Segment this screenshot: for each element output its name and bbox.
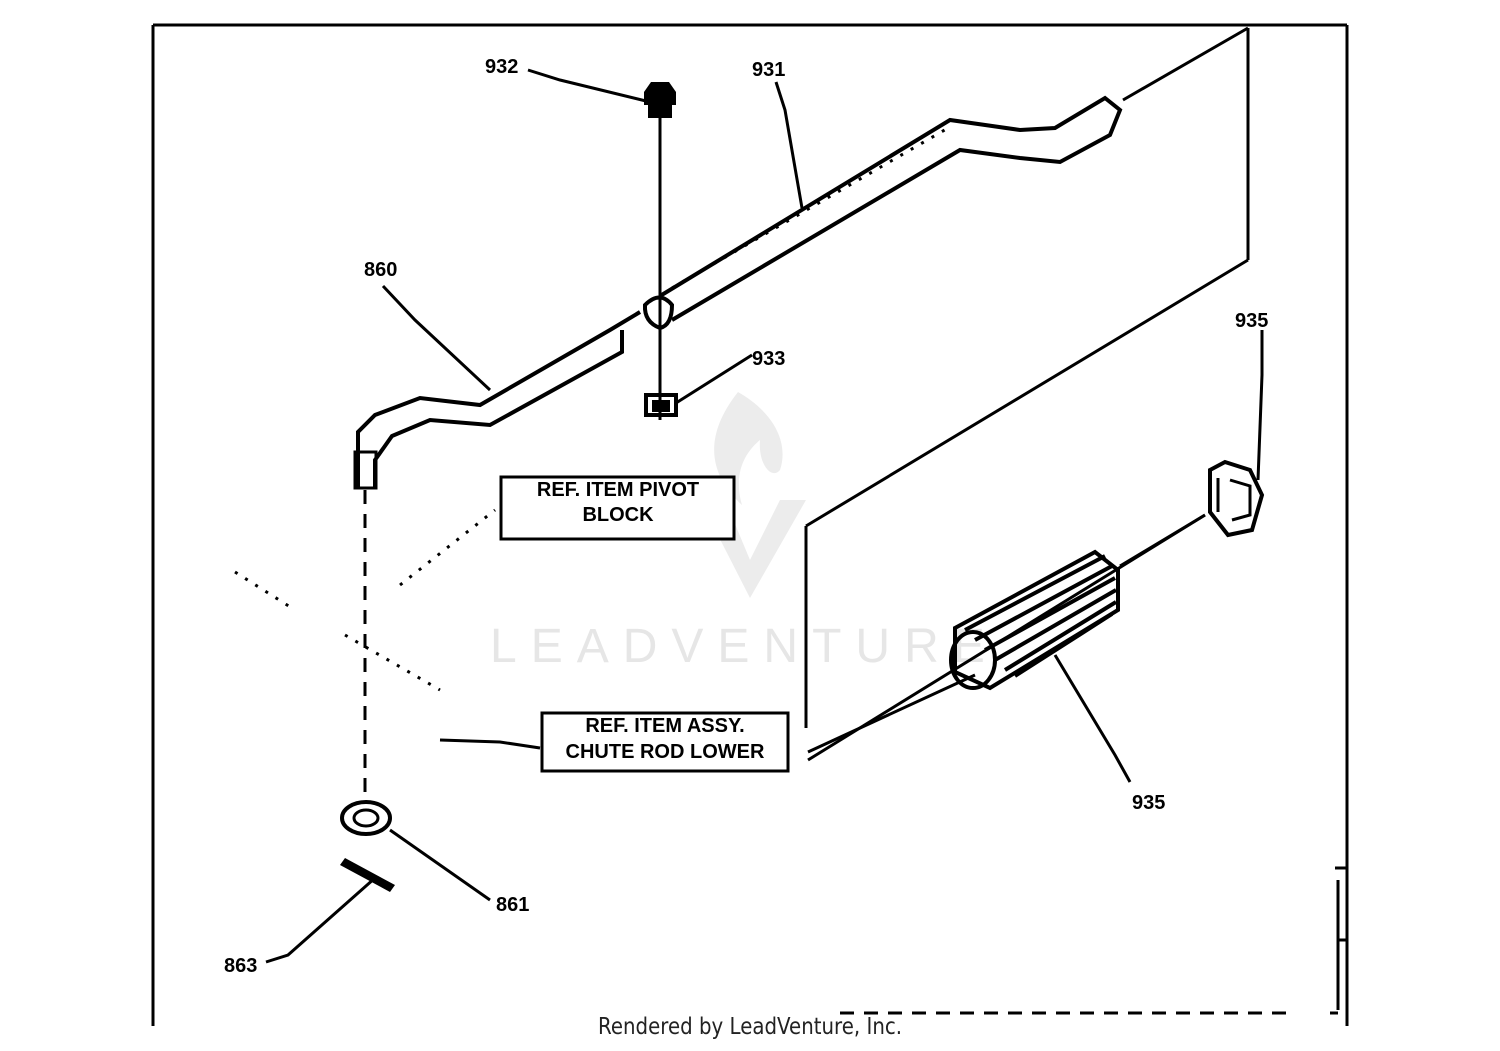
lower-vertical-rod (234, 490, 541, 800)
callout-933: 933 (752, 348, 785, 370)
lower-rod-860 (353, 310, 642, 490)
callout-labels: 932 931 860 933 935 935 861 863 (224, 56, 1268, 977)
callout-931: 931 (752, 59, 785, 81)
callout-860: 860 (364, 259, 397, 281)
partial-border-fragments (840, 866, 1347, 1015)
ref-box-chute-rod: REF. ITEM ASSY. CHUTE ROD LOWER (540, 711, 790, 773)
ref-box-chute-line2: CHUTE ROD LOWER (566, 741, 765, 763)
vertical-shaft (642, 82, 678, 420)
callout-935-bottom: 935 (1132, 792, 1165, 814)
hardware-861-863 (340, 800, 395, 892)
footer-credit: Rendered by LeadVenture, Inc. (597, 1014, 903, 1040)
spring-935 (807, 549, 1120, 754)
leader-lines (265, 68, 1264, 964)
watermark-brand: LEADVENTURE (490, 620, 999, 673)
diagram-frame (151, 23, 1349, 1026)
ref-box-pivot-line2: BLOCK (582, 504, 654, 526)
ref-box-pivot-block: REF. ITEM PIVOT BLOCK (499, 475, 736, 541)
callout-932: 932 (485, 56, 518, 78)
callout-863: 863 (224, 955, 257, 977)
clip-935 (1119, 459, 1265, 568)
ref-box-pivot-line1: REF. ITEM PIVOT (537, 479, 699, 501)
callout-935-top: 935 (1235, 310, 1268, 332)
callout-861: 861 (496, 894, 529, 916)
upper-rod-931 (658, 95, 1123, 322)
ref-box-chute-line1: REF. ITEM ASSY. (585, 715, 744, 737)
